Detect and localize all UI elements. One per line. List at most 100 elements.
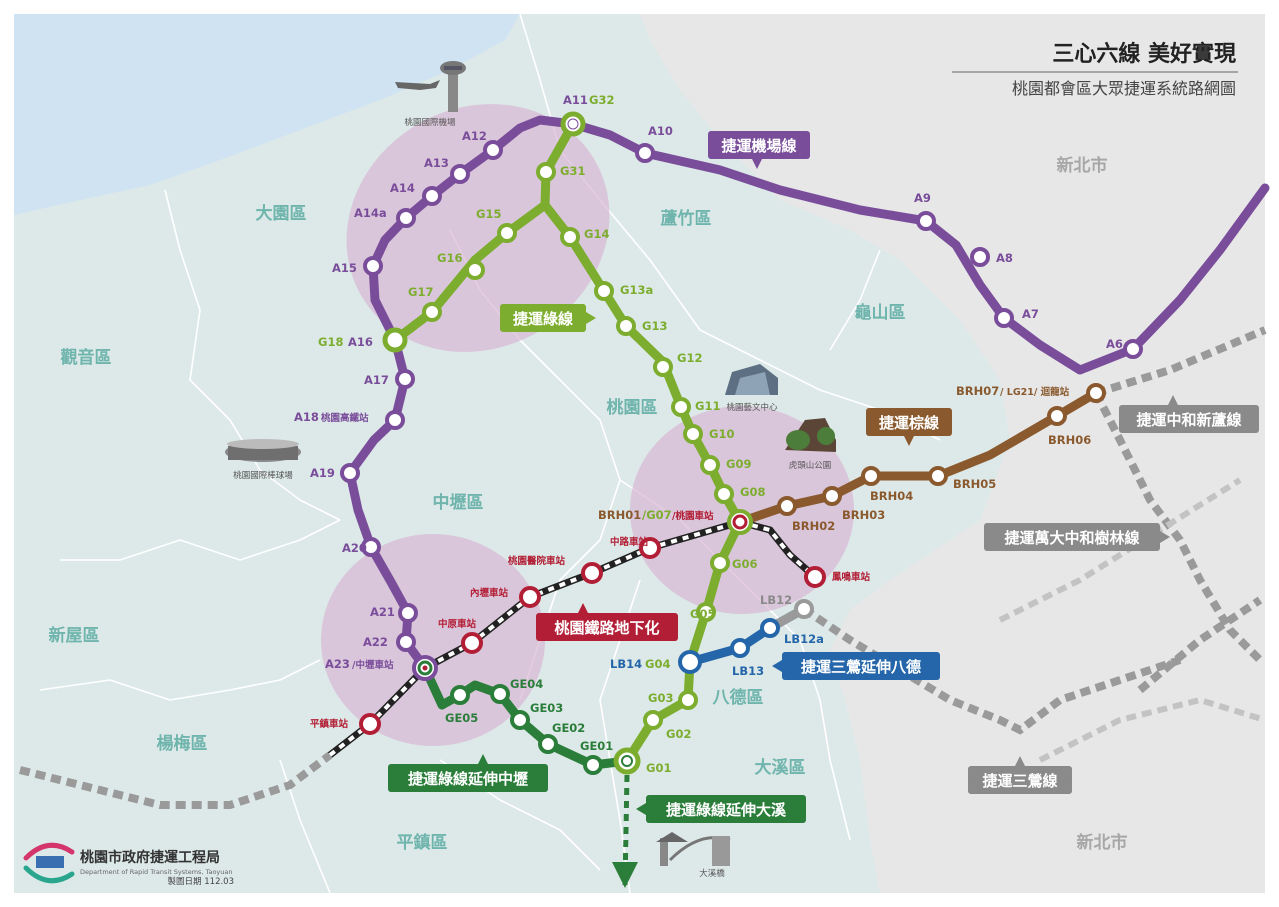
svg-text:GE03: GE03: [530, 701, 563, 715]
station-A8[interactable]: [970, 247, 990, 267]
station-LB12[interactable]: [794, 599, 814, 619]
district-xinwu: 新屋區: [49, 625, 100, 646]
organization-logo: [23, 842, 75, 884]
svg-text:A17: A17: [364, 373, 389, 387]
station-G11[interactable]: [671, 397, 691, 417]
station-A18[interactable]: [385, 410, 405, 430]
station-G13a[interactable]: [594, 281, 614, 301]
svg-text:A14a: A14a: [354, 206, 387, 220]
station-G16[interactable]: [465, 260, 485, 280]
station-LB12a[interactable]: [760, 618, 780, 638]
station-G14[interactable]: [560, 227, 580, 247]
station-BRH03[interactable]: [822, 486, 842, 506]
svg-text:G10: G10: [709, 427, 734, 441]
svg-text:G32: G32: [589, 93, 614, 107]
stadium-icon: [225, 439, 301, 462]
district-yangmei: 楊梅區: [157, 733, 208, 754]
station-A21[interactable]: [398, 603, 418, 623]
station-GE02[interactable]: [538, 734, 558, 754]
station-A10[interactable]: [635, 143, 655, 163]
station-GE04[interactable]: [490, 684, 510, 704]
transfer-stations: [382, 111, 753, 775]
svg-text:LB14: LB14: [610, 657, 642, 671]
svg-text:G31: G31: [560, 164, 585, 178]
station-G17[interactable]: [422, 302, 442, 322]
station-A22[interactable]: [396, 632, 416, 652]
future-lines-light: [998, 477, 1266, 763]
line-label-wanda: 捷運萬大中和樹林線: [984, 523, 1170, 551]
station-G31[interactable]: [536, 162, 556, 182]
svg-text:A11: A11: [563, 93, 588, 107]
station-A9[interactable]: [916, 211, 936, 231]
svg-text:捷運綠線延伸中壢: 捷運綠線延伸中壢: [408, 770, 528, 788]
svg-text:捷運三鶯延伸八德: 捷運三鶯延伸八德: [801, 658, 921, 676]
station-BRH02[interactable]: [777, 496, 797, 516]
district-luzhu: 蘆竹區: [661, 208, 712, 229]
station-G09[interactable]: [700, 455, 720, 475]
svg-text:LB12: LB12: [760, 593, 792, 607]
svg-text:A13: A13: [424, 156, 449, 170]
station-G10[interactable]: [683, 424, 703, 444]
svg-text:GE04: GE04: [510, 677, 543, 691]
station-GE05[interactable]: [450, 685, 470, 705]
station-G18-A16[interactable]: [382, 327, 408, 353]
svg-text:捷運機場線: 捷運機場線: [721, 137, 796, 155]
station-A12[interactable]: [483, 140, 503, 160]
svg-text:A21: A21: [370, 605, 395, 619]
station-GE01[interactable]: [583, 755, 603, 775]
station-LB13[interactable]: [730, 638, 750, 658]
station-A6[interactable]: [1123, 339, 1143, 359]
station-zhonglu[interactable]: [639, 537, 661, 559]
svg-text:A6: A6: [1106, 337, 1123, 351]
svg-text:GE01: GE01: [580, 739, 613, 753]
hutoushan-icon: [785, 418, 836, 452]
station-BRH04[interactable]: [861, 466, 881, 486]
station-A19[interactable]: [340, 463, 360, 483]
svg-text:捷運棕線: 捷運棕線: [879, 414, 939, 432]
station-BRH06[interactable]: [1047, 406, 1067, 426]
station-G03[interactable]: [678, 690, 698, 710]
svg-text:A9: A9: [914, 191, 931, 205]
svg-text:BRH01: BRH01: [598, 508, 641, 522]
station-BRH07[interactable]: [1086, 383, 1106, 403]
landmark-hutoushan-label: 虎頭山公園: [789, 460, 832, 471]
svg-text:GE05: GE05: [445, 711, 478, 725]
station-A17[interactable]: [395, 369, 415, 389]
station-pingzhen[interactable]: [359, 713, 381, 735]
station-G05[interactable]: [696, 602, 716, 622]
station-fengming[interactable]: [804, 566, 826, 588]
svg-text:G02: G02: [666, 727, 691, 741]
brown-station-labels: BRH01 /桃園車站 BRH02 BRH03 BRH04 BRH05 BRH0…: [598, 384, 1091, 533]
station-A20[interactable]: [361, 537, 381, 557]
station-hospital[interactable]: [581, 562, 603, 584]
svg-text:G06: G06: [732, 557, 757, 571]
station-LB14-G04[interactable]: [678, 650, 702, 674]
station-G02[interactable]: [643, 710, 663, 730]
station-neili[interactable]: [519, 586, 541, 608]
station-G06[interactable]: [710, 553, 730, 573]
svg-text:桃園醫院車站: 桃園醫院車站: [508, 555, 566, 567]
station-G08[interactable]: [714, 484, 734, 504]
district-guanyin: 觀音區: [61, 347, 112, 368]
landmark-airport-label: 桃園國際機場: [404, 117, 456, 128]
svg-text:G18: G18: [318, 335, 343, 349]
station-G15[interactable]: [497, 223, 517, 243]
svg-text:A19: A19: [310, 466, 335, 480]
station-zhongyuan[interactable]: [461, 632, 483, 654]
station-G12[interactable]: [653, 357, 673, 377]
line-label-sanying-ext: 捷運三鶯延伸八德: [772, 652, 940, 680]
district-daxi: 大溪區: [755, 757, 806, 778]
line-label-zhonghe: 捷運中和新蘆線: [1119, 395, 1259, 433]
station-G13[interactable]: [616, 316, 636, 336]
station-A7[interactable]: [994, 308, 1014, 328]
rail-station-labels: 鳳鳴車站 中路車站 桃園醫院車站 內壢車站 中原車站 平鎮車站: [310, 536, 871, 730]
station-A14[interactable]: [422, 186, 442, 206]
svg-text:中路車站: 中路車站: [610, 536, 649, 548]
station-GE03[interactable]: [510, 710, 530, 730]
svg-text:LB13: LB13: [732, 664, 764, 678]
station-A13[interactable]: [450, 164, 470, 184]
station-A14a[interactable]: [396, 208, 416, 228]
station-BRH05[interactable]: [928, 466, 948, 486]
svg-text:G05: G05: [690, 607, 715, 621]
station-A15[interactable]: [363, 256, 383, 276]
